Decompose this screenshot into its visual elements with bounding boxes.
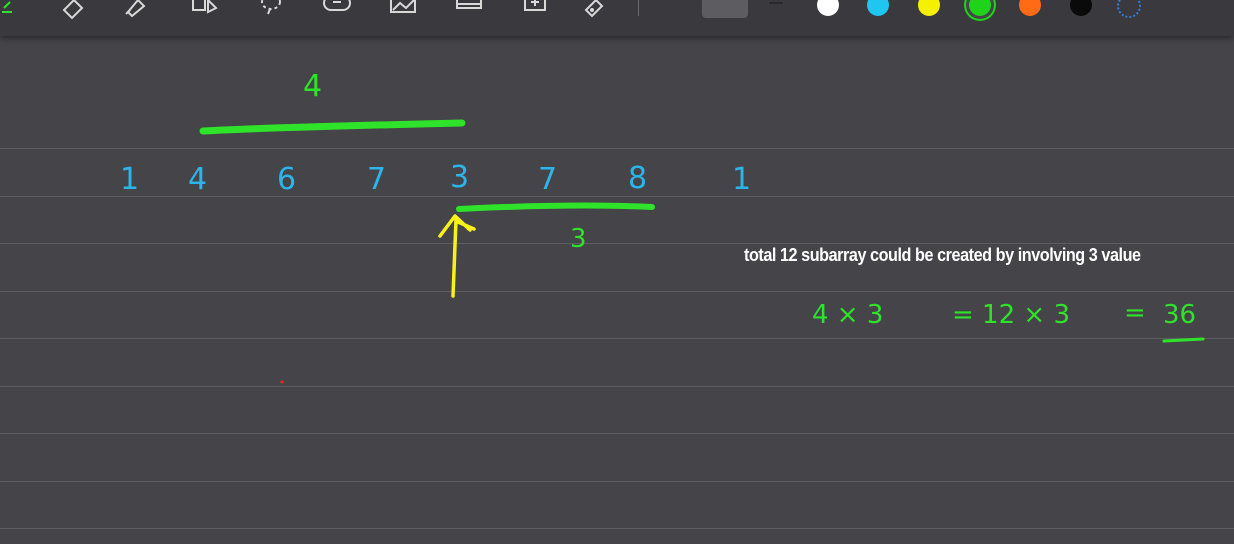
ruled-line — [0, 338, 1234, 339]
highlighter-icon[interactable] — [118, 0, 152, 20]
line-weight-icon[interactable] — [769, 2, 783, 4]
red-dot — [280, 380, 284, 384]
ruled-line — [0, 386, 1234, 387]
array-value: 7 — [538, 162, 558, 197]
link-icon[interactable] — [578, 0, 612, 20]
textbox-icon[interactable] — [452, 0, 486, 20]
color-swatch-orange[interactable] — [1019, 0, 1041, 16]
color-swatch-white[interactable] — [817, 0, 839, 16]
eraser-icon[interactable] — [56, 0, 90, 20]
equation-left: 4 × 3 — [812, 300, 884, 330]
add-page-icon[interactable] — [518, 0, 552, 20]
array-value: 8 — [628, 161, 648, 196]
array-value: 6 — [277, 162, 297, 197]
array-value: 3 — [450, 160, 470, 195]
note-text: total 12 subarray could be created by in… — [744, 245, 1141, 265]
toolbar-divider — [638, 0, 639, 16]
image-icon[interactable] — [386, 0, 420, 20]
array-value: 4 — [188, 162, 208, 197]
top-label: 4 — [303, 69, 323, 104]
ruled-line — [0, 528, 1234, 529]
color-swatch-cyan[interactable] — [867, 0, 889, 16]
array-value: 1 — [732, 162, 752, 197]
result-underline — [1162, 337, 1205, 343]
green-underline-left — [199, 119, 466, 135]
toolbar — [0, 0, 1234, 36]
equation-middle: = 12 × 3 — [952, 300, 1070, 330]
green-underline-right — [456, 202, 655, 212]
color-swatch-green[interactable] — [969, 0, 991, 16]
sticker-icon[interactable] — [320, 0, 354, 20]
equation-result-equals: = — [1124, 298, 1146, 328]
lasso-icon[interactable] — [254, 0, 288, 20]
tool-options-button[interactable] — [702, 0, 748, 18]
shape-icon[interactable] — [188, 0, 222, 20]
array-value: 7 — [367, 162, 387, 197]
ruled-line — [0, 481, 1234, 482]
ruled-line — [0, 433, 1234, 434]
ruled-line — [0, 148, 1234, 149]
yellow-arrow — [438, 214, 476, 298]
pen-icon[interactable] — [0, 0, 34, 20]
ruled-line — [0, 243, 1234, 244]
equation-result: 36 — [1163, 300, 1197, 330]
color-swatch-yellow[interactable] — [918, 0, 940, 16]
color-swatch-black[interactable] — [1070, 0, 1092, 16]
color-swatch-custom[interactable] — [1117, 0, 1141, 18]
ruled-line — [0, 196, 1234, 197]
array-value: 1 — [120, 162, 140, 197]
right-label: 3 — [570, 224, 587, 254]
ruled-line — [0, 291, 1234, 292]
